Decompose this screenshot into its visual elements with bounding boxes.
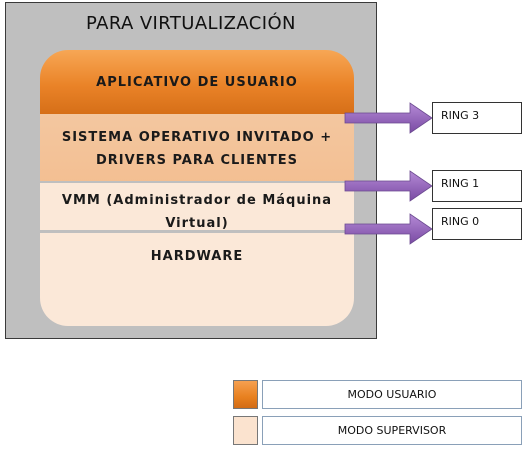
layer-stack: APLICATIVO DE USUARIO SISTEMA OPERATIVO … — [40, 50, 354, 326]
diagram-title: PARA VIRTUALIZACIÓN — [86, 13, 296, 34]
layer-hardware-label: HARDWARE — [150, 249, 244, 264]
arrow-icon — [344, 102, 433, 134]
arrow-icon — [344, 170, 433, 202]
layer-user-app: APLICATIVO DE USUARIO — [40, 50, 354, 114]
layer-vmm-line2: Virtual) — [165, 216, 229, 231]
layer-user-app-label: APLICATIVO DE USUARIO — [96, 74, 298, 90]
legend-supervisor-mode: MODO SUPERVISOR — [262, 416, 522, 445]
ring-1-box: RING 1 — [432, 170, 522, 202]
ring-0-box: RING 0 — [432, 208, 522, 240]
layer-hardware: HARDWARE — [40, 233, 354, 326]
layer-vmm: VMM (Administrador de Máquina Virtual) — [40, 183, 354, 233]
legend-swatch-supervisor — [233, 416, 258, 445]
layer-vmm-line1: VMM (Administrador de Máquina — [61, 193, 333, 208]
layer-guest-os-line1: SISTEMA OPERATIVO INVITADO + — [61, 129, 333, 145]
legend-swatch-user — [233, 380, 258, 409]
arrow-icon — [344, 213, 433, 245]
legend-user-mode: MODO USUARIO — [262, 380, 522, 409]
layer-separator — [40, 181, 354, 184]
layer-separator — [40, 230, 354, 233]
layer-guest-os-line2: DRIVERS PARA CLIENTES — [95, 152, 298, 168]
layer-guest-os: SISTEMA OPERATIVO INVITADO + DRIVERS PAR… — [40, 114, 354, 183]
ring-3-box: RING 3 — [432, 102, 522, 134]
diagram-frame: PARA VIRTUALIZACIÓN APLICATIVO DE USUARI… — [5, 2, 377, 339]
